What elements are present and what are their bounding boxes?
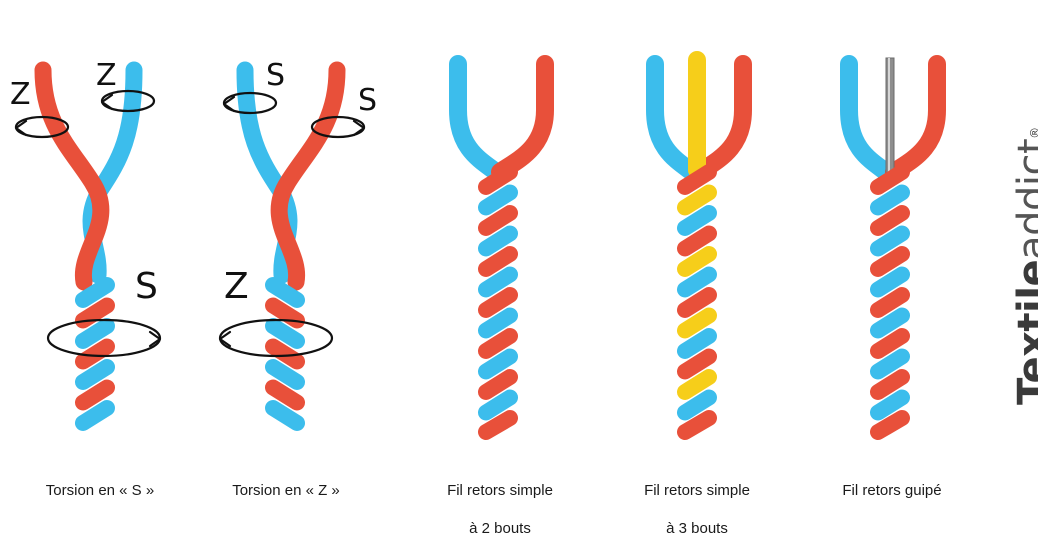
ply-segment xyxy=(478,328,518,359)
ply-segment xyxy=(478,410,518,440)
label-top-right-panel1: Z xyxy=(96,58,117,93)
ply-segment xyxy=(478,164,518,195)
ply-segment xyxy=(870,348,910,380)
ply-segment xyxy=(265,400,305,431)
ply-segment xyxy=(677,184,717,216)
ply-segment xyxy=(870,164,910,195)
registered-mark: ® xyxy=(1028,127,1038,139)
ply-segment xyxy=(677,307,717,339)
caption-line: à 2 bouts xyxy=(469,520,531,537)
logo-light: addict xyxy=(1010,138,1038,260)
ply-segment xyxy=(677,369,717,400)
ply-segment xyxy=(870,225,910,257)
red-strand xyxy=(270,61,346,291)
ply-segment xyxy=(677,205,717,236)
ply-segment xyxy=(265,297,305,329)
red-strand xyxy=(34,61,110,291)
caption-line: Fil retors simple xyxy=(644,482,750,499)
ply-segment xyxy=(870,205,910,236)
panel-torsion-s xyxy=(14,61,162,431)
label-bottom-panel1: S xyxy=(135,266,158,307)
ply-segment xyxy=(870,184,910,216)
ply-segment xyxy=(265,379,305,411)
ply-segment xyxy=(478,246,518,277)
ply-segment xyxy=(265,318,305,349)
rotation-arrowhead xyxy=(222,95,236,113)
ply-segment xyxy=(478,348,518,380)
ply-segment xyxy=(75,379,115,411)
ply-segment xyxy=(870,307,910,339)
ply-segment xyxy=(677,389,717,421)
ply-segment xyxy=(870,328,910,359)
ply-segment xyxy=(677,410,717,440)
ply-segment xyxy=(677,287,717,318)
ply-segment xyxy=(75,338,115,370)
panel-fil-retors-2-bouts xyxy=(449,55,554,440)
ply-segment xyxy=(478,266,518,298)
red-strand xyxy=(885,55,946,181)
ply-segment xyxy=(478,307,518,339)
logo-bold: Textile xyxy=(1010,259,1038,405)
ply-segment xyxy=(677,246,717,277)
ply-segment xyxy=(677,164,717,195)
ply-segment xyxy=(478,287,518,318)
textileaddict-logo: Textileaddict® xyxy=(1010,115,1038,405)
label-bottom-panel2: Z xyxy=(224,266,249,307)
label-top-left-panel1: Z xyxy=(10,77,31,112)
yarn-twist-diagram: Z Z S S S Z xyxy=(10,51,946,440)
ply-segment xyxy=(870,287,910,318)
caption-line: Fil retors guipé xyxy=(842,482,942,499)
ply-segment xyxy=(265,277,305,308)
caption-fil-retors-guipe: Fil retors guipé xyxy=(792,462,992,519)
caption-torsion-s: Torsion en « S » xyxy=(0,462,200,519)
caption-line: Torsion en « Z » xyxy=(232,482,340,499)
panel-fil-retors-guipe xyxy=(840,55,946,440)
ply-segment xyxy=(478,369,518,400)
blue-strand xyxy=(449,55,505,181)
ply-segment xyxy=(478,225,518,257)
caption-line: Fil retors simple xyxy=(447,482,553,499)
ply-segment xyxy=(75,359,115,390)
caption-line: à 3 bouts xyxy=(666,520,728,537)
ply-segment xyxy=(870,246,910,277)
ply-segment xyxy=(677,348,717,380)
metal-core-highlight xyxy=(888,58,890,178)
red-strand xyxy=(691,55,752,181)
ply-segment xyxy=(677,266,717,298)
ply-segment xyxy=(75,318,115,349)
ply-segment xyxy=(478,205,518,236)
rotation-arrowhead xyxy=(100,93,114,111)
rotation-arrowhead xyxy=(14,119,28,137)
blue-strand xyxy=(840,55,895,181)
rotation-arrowhead xyxy=(352,119,366,137)
ply-segment xyxy=(265,359,305,390)
ply-segment xyxy=(870,369,910,400)
panel-torsion-z xyxy=(218,61,366,431)
caption-torsion-z: Torsion en « Z » xyxy=(186,462,386,519)
caption-line: Torsion en « S » xyxy=(45,482,155,499)
ply-segment xyxy=(677,225,717,257)
blue-strand xyxy=(646,55,701,181)
caption-fil-retors-2: Fil retors simple à 2 bouts xyxy=(400,462,600,557)
ply-segment xyxy=(870,410,910,440)
label-top-left-panel2: S xyxy=(266,58,285,93)
ply-segment xyxy=(265,338,305,370)
ply-segment xyxy=(870,389,910,421)
caption-fil-retors-3: Fil retors simple à 3 bouts xyxy=(597,462,797,557)
ply-segment xyxy=(677,328,717,359)
ply-segment xyxy=(478,389,518,421)
label-top-right-panel2: S xyxy=(358,83,377,118)
ply-segment xyxy=(75,297,115,329)
red-strand xyxy=(491,55,554,181)
rotation-arrowhead xyxy=(218,330,232,348)
ply-segment xyxy=(75,400,115,431)
ply-segment xyxy=(870,266,910,298)
rotation-arrowhead xyxy=(148,330,162,348)
panel-fil-retors-3-bouts xyxy=(646,51,752,440)
ply-segment xyxy=(478,184,518,216)
ply-segment xyxy=(75,277,115,308)
